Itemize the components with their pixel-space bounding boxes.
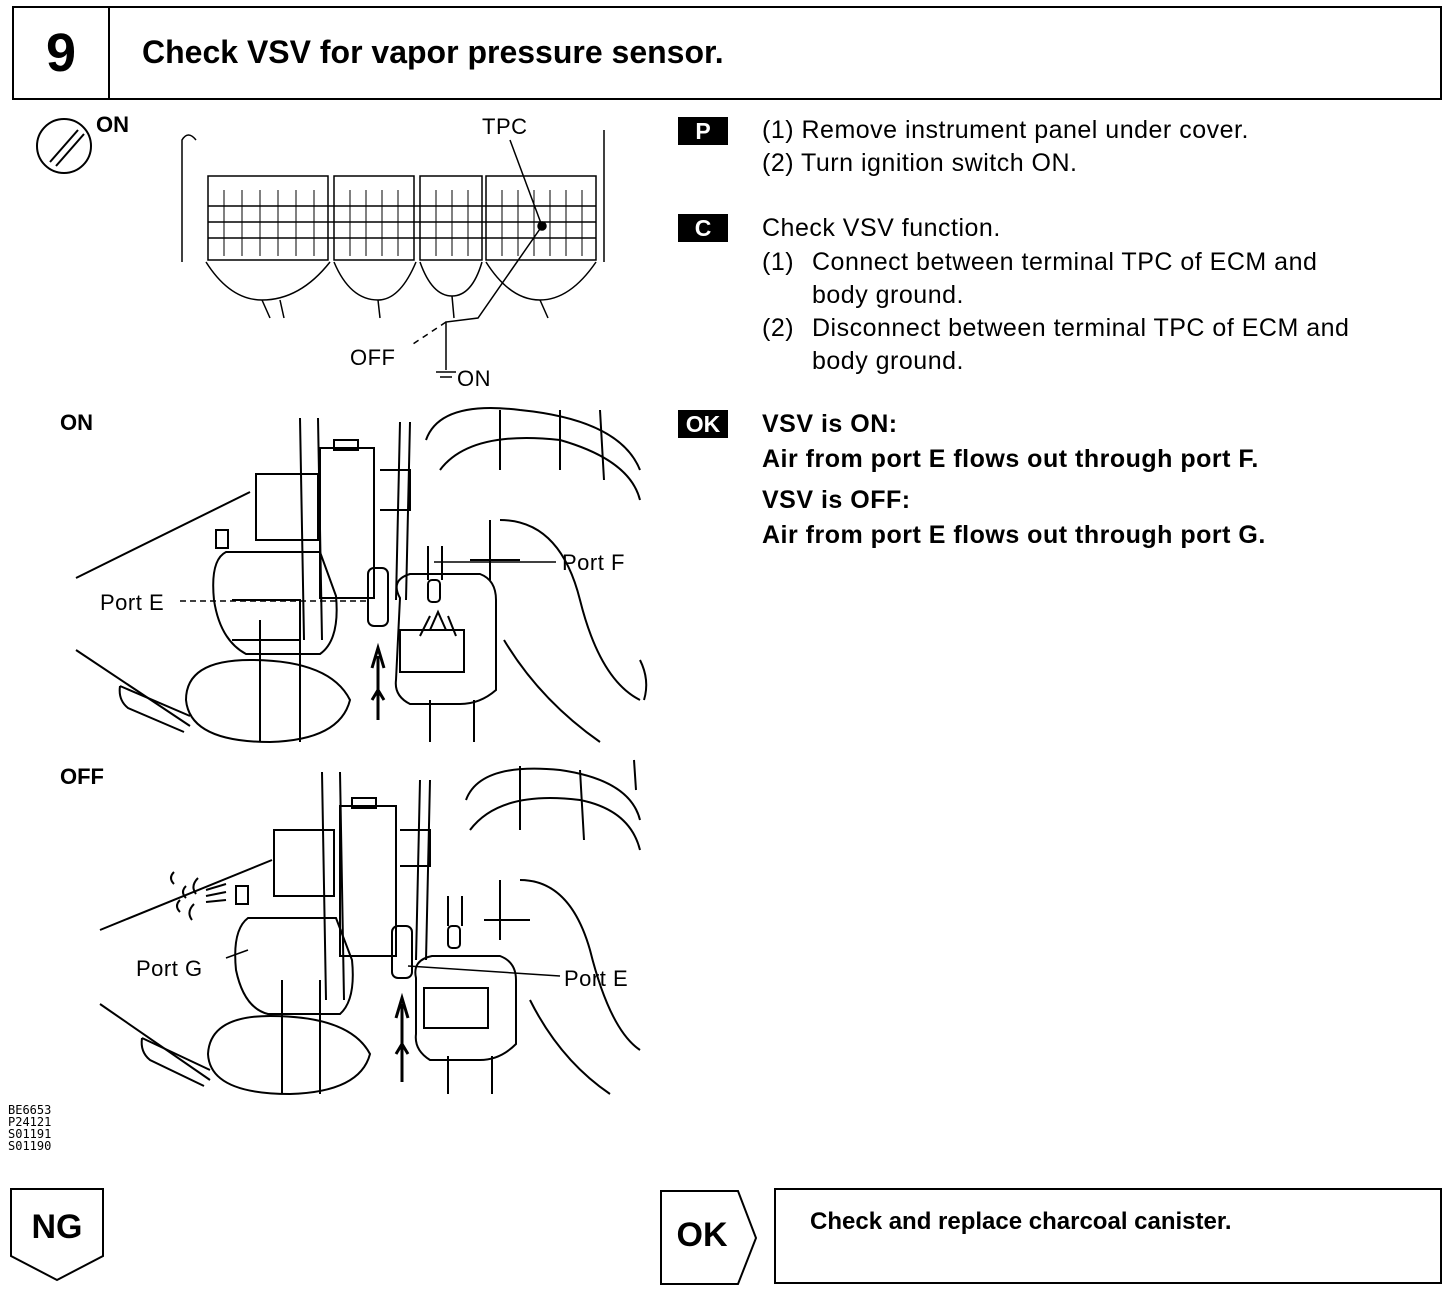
- port-f-label: Port F: [562, 550, 625, 575]
- preparation-tag: P: [678, 117, 728, 145]
- vsv-off-title: VSV is OFF:: [762, 486, 911, 514]
- check-title: Check VSV function.: [762, 214, 1001, 242]
- on-ground-label: ON: [457, 366, 491, 391]
- check-tag: C: [678, 214, 728, 242]
- check-step-2-line-1: Disconnect between terminal TPC of ECM a…: [812, 314, 1350, 342]
- off-switch-label: OFF: [350, 345, 396, 370]
- on-view-label: ON: [60, 410, 93, 435]
- ecm-connector-diagram: [181, 130, 605, 378]
- check-step-2-number: (2): [762, 314, 795, 342]
- check-step-1-number: (1): [762, 248, 795, 276]
- check-step-2-line-2: body ground.: [812, 347, 964, 375]
- vsv-off-result: Air from port E flows out through port G…: [762, 521, 1266, 549]
- ng-badge: NG: [31, 1208, 83, 1246]
- ok-badge: OK: [676, 1216, 728, 1254]
- vsv-on-title: VSV is ON:: [762, 410, 898, 438]
- step-header: 9 Check VSV for vapor pressure sensor.: [12, 6, 1442, 100]
- vsv-on-result: Air from port E flows out through port F…: [762, 445, 1259, 473]
- check-step-1-line-2: body ground.: [812, 281, 964, 309]
- preparation-step-2: (2) Turn ignition switch ON.: [762, 149, 1078, 177]
- check-step-1-line-1: Connect between terminal TPC of ECM and: [812, 248, 1318, 276]
- vsv-figure: [36, 118, 648, 1096]
- tpc-terminal-label: TPC: [482, 114, 528, 139]
- port-e-label: Port E: [564, 966, 629, 991]
- ignition-switch-icon: [36, 118, 92, 174]
- ok-action-box: Check and replace charcoal canister.: [774, 1188, 1442, 1284]
- vsv-on-illustration: [75, 407, 648, 744]
- port-g-label: Port G: [136, 956, 203, 981]
- ng-badge-shape: [10, 1188, 104, 1282]
- ignition-on-label: ON: [96, 112, 129, 137]
- ok-tag: OK: [678, 410, 728, 438]
- preparation-step-1: (1) Remove instrument panel under cover.: [762, 116, 1249, 144]
- port-e-label: Port E: [100, 590, 165, 615]
- step-number: 9: [14, 8, 110, 98]
- ok-badge-shape: [660, 1190, 758, 1285]
- page-title: Check VSV for vapor pressure sensor.: [142, 34, 724, 70]
- ok-action-text: Check and replace charcoal canister.: [810, 1208, 1232, 1235]
- off-view-label: OFF: [60, 764, 104, 789]
- vsv-off-illustration: [99, 759, 641, 1096]
